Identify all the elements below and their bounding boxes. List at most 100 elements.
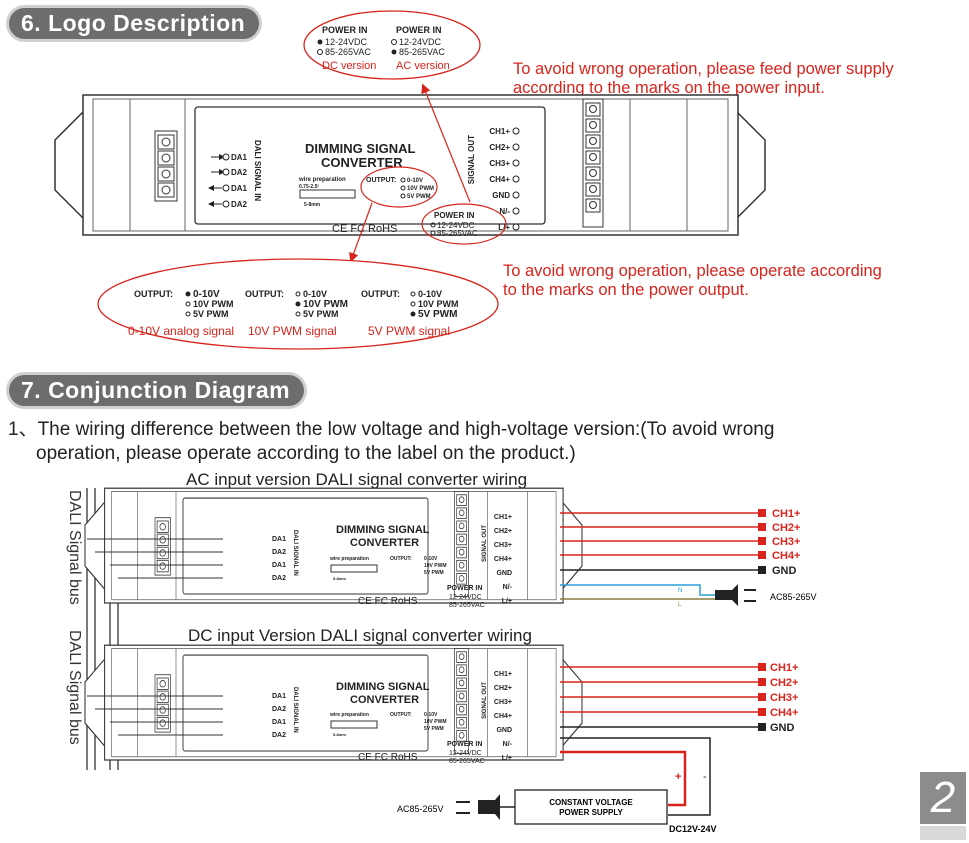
dc-n: N/- xyxy=(503,741,513,748)
g1-o3: 5V PWM xyxy=(193,309,229,319)
g3-caption: 5V PWM signal xyxy=(368,324,450,338)
ac-ch1: CH1+ xyxy=(494,514,512,521)
device-power-in: POWER IN xyxy=(434,211,475,220)
device-opt-10v-pwm: 10V PWM xyxy=(407,186,434,192)
dc-plus-wire xyxy=(560,750,687,807)
ac-supply-label: AC85-265V xyxy=(770,592,817,602)
ac-device-labels: DIMMING SIGNAL CONVERTER wire preparatio… xyxy=(272,514,513,609)
dc-dali-vert: DALI SIGNAL IN xyxy=(292,687,298,733)
ac-label-ch3: CH3+ xyxy=(772,536,800,548)
ac-signal-out: SIGNAL OUT xyxy=(482,525,488,562)
psu-box xyxy=(514,789,668,825)
dali-bus-label-2: DALI Signal bus xyxy=(66,630,83,745)
wiring-intro: 1、The wiring difference between the low … xyxy=(8,418,774,466)
bubble-ac-l2: 85-265VAC xyxy=(399,47,445,57)
dc-device-labels: DIMMING SIGNAL CONVERTER wire preparatio… xyxy=(272,671,513,765)
out-term-l: L/+ xyxy=(498,223,510,232)
top-device xyxy=(54,94,766,236)
ac-n-label: N xyxy=(678,588,682,594)
g3-o1: 0-10V xyxy=(418,289,442,299)
ac-da1: DA1 xyxy=(272,536,286,543)
bubble-dc-l1: 12-24VDC xyxy=(325,37,368,47)
dc-wire-3: 5-8mm xyxy=(333,732,346,737)
dc-title-1: DIMMING SIGNAL xyxy=(336,681,430,693)
device-title-line-2: CONVERTER xyxy=(321,155,403,170)
ac-n-wire xyxy=(560,584,715,596)
ac-label-ch4: CH4+ xyxy=(772,550,800,562)
ac-l: L/+ xyxy=(502,598,512,605)
output-highlight xyxy=(360,166,438,208)
dc-label-ch3: CH3+ xyxy=(770,692,798,704)
dali-term-da2: DA2 xyxy=(231,168,248,177)
bubble-dc-head: POWER IN xyxy=(322,25,368,35)
device-power-dc: 12-24VDC xyxy=(437,221,475,230)
dc-signal-out: SIGNAL OUT xyxy=(482,682,488,719)
dc-opt2: 10V PWM xyxy=(424,719,447,725)
output-note-line-1: To avoid wrong operation, please operate… xyxy=(503,262,882,280)
ac-label-ch1: CH1+ xyxy=(772,508,800,520)
ac-plug-icon xyxy=(715,584,738,606)
ac-n: N/- xyxy=(503,584,513,591)
wiring-intro-line-1: 1、The wiring difference between the low … xyxy=(8,419,775,440)
wire-strip-label: 5-8mm xyxy=(304,202,321,208)
g2-caption: 10V PWM signal xyxy=(248,324,337,338)
ac-power-head: POWER IN xyxy=(447,585,482,592)
out-term-ch3: CH3+ xyxy=(489,159,510,168)
dc-minus-label: - xyxy=(703,771,707,783)
page-number: 2 xyxy=(920,772,966,824)
dc-label-ch1: CH1+ xyxy=(770,662,798,674)
dc-minus-wire xyxy=(560,737,711,816)
section-6-heading: 6. Logo Description xyxy=(9,8,260,39)
ac-l-label: L xyxy=(678,602,682,608)
ac-da1b: DA1 xyxy=(272,562,286,569)
output-note-line-2: to the marks on the power output. xyxy=(503,281,749,299)
dali-signal-in-label: DALI SIGNAL IN xyxy=(253,140,262,201)
out-term-ch4: CH4+ xyxy=(489,175,510,184)
out-term-ch2: CH2+ xyxy=(489,143,510,152)
dc-label-gnd: GND xyxy=(770,722,795,734)
ac-label-ch2: CH2+ xyxy=(772,522,800,534)
ac-opt2: 10V PWM xyxy=(424,563,447,569)
ac-output-wires xyxy=(560,512,758,556)
out-term-ch1: CH1+ xyxy=(489,127,510,136)
ac-wire-1: wire preparation xyxy=(329,556,369,562)
dc-power-head: POWER IN xyxy=(447,741,482,748)
top-device-labels: DIMMING SIGNAL CONVERTER wire preparatio… xyxy=(208,127,520,238)
ac-da2b: DA2 xyxy=(272,575,286,582)
ac-wiring-title: AC input version DALI signal converter w… xyxy=(186,470,528,489)
psu-label-2: POWER SUPPLY xyxy=(559,808,623,817)
dc-da1: DA1 xyxy=(272,693,286,700)
out-term-n: N/- xyxy=(499,207,510,216)
dc-opt3: 5V PWM xyxy=(424,726,444,732)
bubble-ac-head: POWER IN xyxy=(396,25,442,35)
dc-output-wires xyxy=(560,666,758,713)
dali-term-da1: DA1 xyxy=(231,153,248,162)
g2-o1: 0-10V xyxy=(303,289,327,299)
dc-certs: CE FC RoHS xyxy=(358,752,418,763)
dc-ch3: CH3+ xyxy=(494,699,512,706)
psu-ac-label: AC85-265V xyxy=(397,804,444,814)
g2-label: OUTPUT: xyxy=(245,289,284,299)
ac-gnd: GND xyxy=(496,570,512,577)
dc-ch1: CH1+ xyxy=(494,671,512,678)
ac-ch4: CH4+ xyxy=(494,556,512,563)
dc-da2b: DA2 xyxy=(272,732,286,739)
ac-output-label: OUTPUT: xyxy=(390,556,412,562)
ac-dali-vert: DALI SIGNAL IN xyxy=(292,530,298,576)
dc-da1b: DA1 xyxy=(272,719,286,726)
wire-prep-label: wire preparation xyxy=(298,177,346,183)
dc-title-2: CONVERTER xyxy=(350,694,419,706)
power-note: To avoid wrong operation, please feed po… xyxy=(513,60,894,98)
dali-term-da1-out: DA1 xyxy=(231,184,248,193)
wire-gauge-label: 0.75-2.5² xyxy=(299,184,319,190)
dc-ch2: CH2+ xyxy=(494,685,512,692)
psu-label-1: CONSTANT VOLTAGE xyxy=(549,798,633,807)
g2-o2: 10V PWM xyxy=(303,299,348,310)
dc-l: L/+ xyxy=(502,755,512,762)
output-arrow xyxy=(349,202,373,263)
bubble-ac-l1: 12-24VDC xyxy=(399,37,442,47)
g1-caption: 0-10V analog signal xyxy=(128,324,234,338)
dc-label-ch4: CH4+ xyxy=(770,707,798,719)
ac-opt3: 5V PWM xyxy=(424,570,444,576)
